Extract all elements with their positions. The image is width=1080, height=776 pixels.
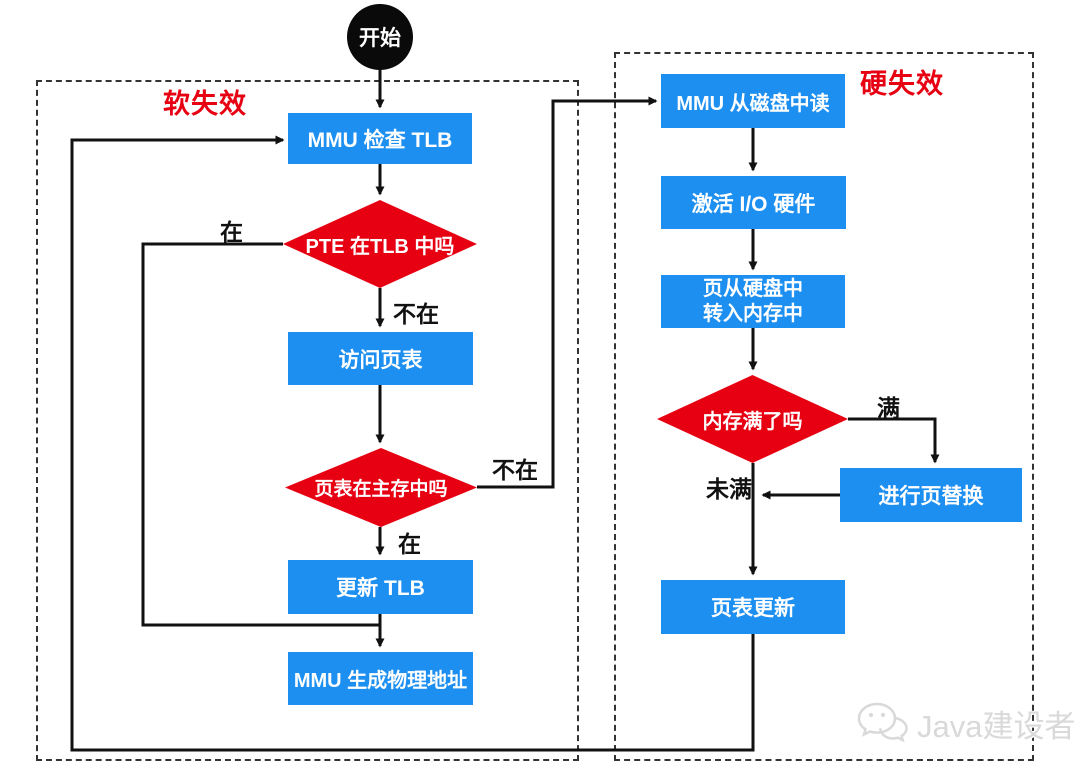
node-page-table-update: 页表更新 <box>661 580 845 634</box>
wechat-icon <box>857 702 908 743</box>
node-mmu-generate-physical-address: MMU 生成物理地址 <box>288 652 473 705</box>
watermark: Java建设者 <box>855 700 1075 746</box>
soft-miss-label: 软失效 <box>163 89 247 119</box>
edge-label-in-tlb-yes: 在 <box>220 219 243 245</box>
node-update-tlb: 更新 TLB <box>288 560 473 614</box>
edge-label-memory-not-full: 未满 <box>706 476 752 502</box>
node-activate-io-hardware: 激活 I/O 硬件 <box>661 176 846 229</box>
hard-miss-region <box>614 52 1034 761</box>
edge-label-in-tlb-no: 不在 <box>393 301 439 327</box>
edge-label-memory-full: 满 <box>877 395 900 421</box>
watermark-text: Java建设者 <box>917 708 1076 744</box>
edge-label-in-memory-yes: 在 <box>398 531 421 557</box>
node-access-page-table: 访问页表 <box>288 332 473 385</box>
node-mmu-read-from-disk: MMU 从磁盘中读 <box>661 74 845 128</box>
soft-miss-region <box>36 80 579 761</box>
node-mmu-check-tlb: MMU 检查 TLB <box>288 113 472 164</box>
node-start: 开始 <box>347 4 413 70</box>
edge-label-in-memory-no: 不在 <box>492 457 538 483</box>
node-page-disk-to-memory: 页从硬盘中 转入内存中 <box>661 275 845 328</box>
hard-miss-label: 硬失效 <box>860 69 944 99</box>
node-page-replacement: 进行页替换 <box>840 468 1022 522</box>
